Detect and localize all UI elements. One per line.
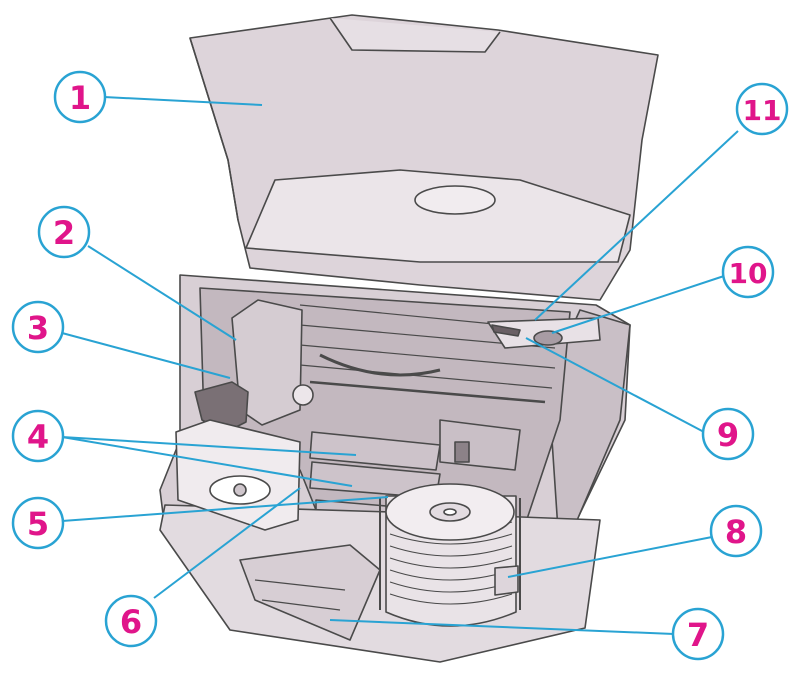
callout-4: 4 <box>11 409 65 463</box>
callout-10-label: 10 <box>729 257 768 290</box>
leader-lines <box>61 96 739 635</box>
leader-line-4b <box>61 436 353 487</box>
callout-10: 10 <box>721 245 775 299</box>
device-illustration <box>159 14 659 663</box>
leader-line-10 <box>551 275 725 334</box>
callout-1-label: 1 <box>69 79 91 117</box>
callout-4-label: 4 <box>27 418 49 456</box>
callout-11-label: 11 <box>743 94 782 127</box>
leader-line-11 <box>534 130 739 321</box>
callouts: 1 2 3 4 5 6 7 8 <box>11 70 789 661</box>
callout-9-label: 9 <box>717 416 739 454</box>
input-bin <box>175 419 301 531</box>
callout-6-label: 6 <box>120 603 142 641</box>
leader-line-2 <box>87 245 237 341</box>
callout-1: 1 <box>53 70 107 124</box>
callout-7-label: 7 <box>687 616 709 654</box>
callout-3: 3 <box>11 300 65 354</box>
callout-3-label: 3 <box>27 309 49 347</box>
callout-7: 7 <box>671 607 725 661</box>
callout-5: 5 <box>11 496 65 550</box>
leader-line-4a <box>61 436 357 456</box>
leader-line-5 <box>61 496 389 522</box>
leader-line-3 <box>61 332 231 379</box>
callout-8-label: 8 <box>725 513 747 551</box>
leader-line-1 <box>103 96 263 106</box>
callout-8: 8 <box>709 504 763 558</box>
callout-2: 2 <box>37 205 91 259</box>
leader-line-6 <box>153 487 301 599</box>
callout-6: 6 <box>104 594 158 648</box>
callout-2-label: 2 <box>53 214 75 252</box>
leader-line-7 <box>329 619 675 635</box>
leader-line-9 <box>525 337 705 433</box>
leader-line-8 <box>507 536 713 578</box>
callout-5-label: 5 <box>27 505 49 543</box>
disc-stack <box>379 483 521 627</box>
open-lid <box>189 14 659 301</box>
callout-11: 11 <box>735 82 789 136</box>
callout-9: 9 <box>701 407 755 461</box>
